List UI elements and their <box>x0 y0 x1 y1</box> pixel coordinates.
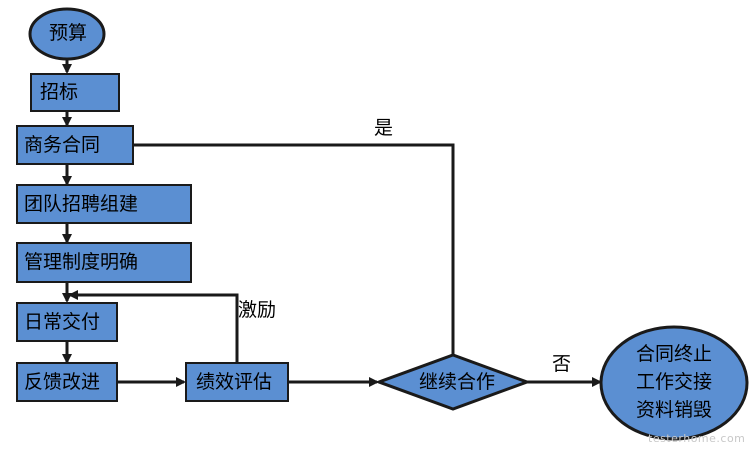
node-evaluation-label: 绩效评估 <box>196 371 273 393</box>
node-contract-shape <box>16 125 134 165</box>
edge-evaluation-incentive-loop <box>68 290 239 362</box>
node-bidding-shape <box>30 73 120 112</box>
node-management-shape <box>16 242 192 283</box>
node-improvement-shape <box>16 362 118 402</box>
watermark-text: testerhome.com <box>648 432 746 445</box>
node-improvement-label: 反馈改进 <box>24 371 101 393</box>
node-end-label-2: 工作交接 <box>636 371 713 393</box>
node-end-shape <box>599 325 749 441</box>
node-bidding-label: 招标 <box>40 81 79 103</box>
node-contract-label: 商务合同 <box>24 134 101 156</box>
node-evaluation-shape <box>185 362 289 402</box>
node-start-label: 预算 <box>49 22 88 44</box>
node-management-label: 管理制度明确 <box>24 251 139 273</box>
node-delivery-shape <box>16 302 118 342</box>
edge-label-yes: 是 <box>374 117 394 139</box>
edge-decision-yes-to-contract <box>118 140 455 355</box>
node-decision-label: 继续合作 <box>419 371 496 393</box>
node-team-shape <box>16 184 192 224</box>
node-decision-shape <box>374 353 532 411</box>
node-delivery-label: 日常交付 <box>24 311 101 333</box>
node-start-shape <box>28 7 106 61</box>
edge-label-incentive: 激励 <box>238 299 277 321</box>
edges <box>62 60 602 387</box>
node-end-label-3: 资料销毁 <box>636 399 713 421</box>
nodes <box>16 7 749 441</box>
edge-label-no: 否 <box>552 353 572 375</box>
node-end-label-1: 合同终止 <box>636 343 713 365</box>
node-team-label: 团队招聘组建 <box>24 193 139 215</box>
